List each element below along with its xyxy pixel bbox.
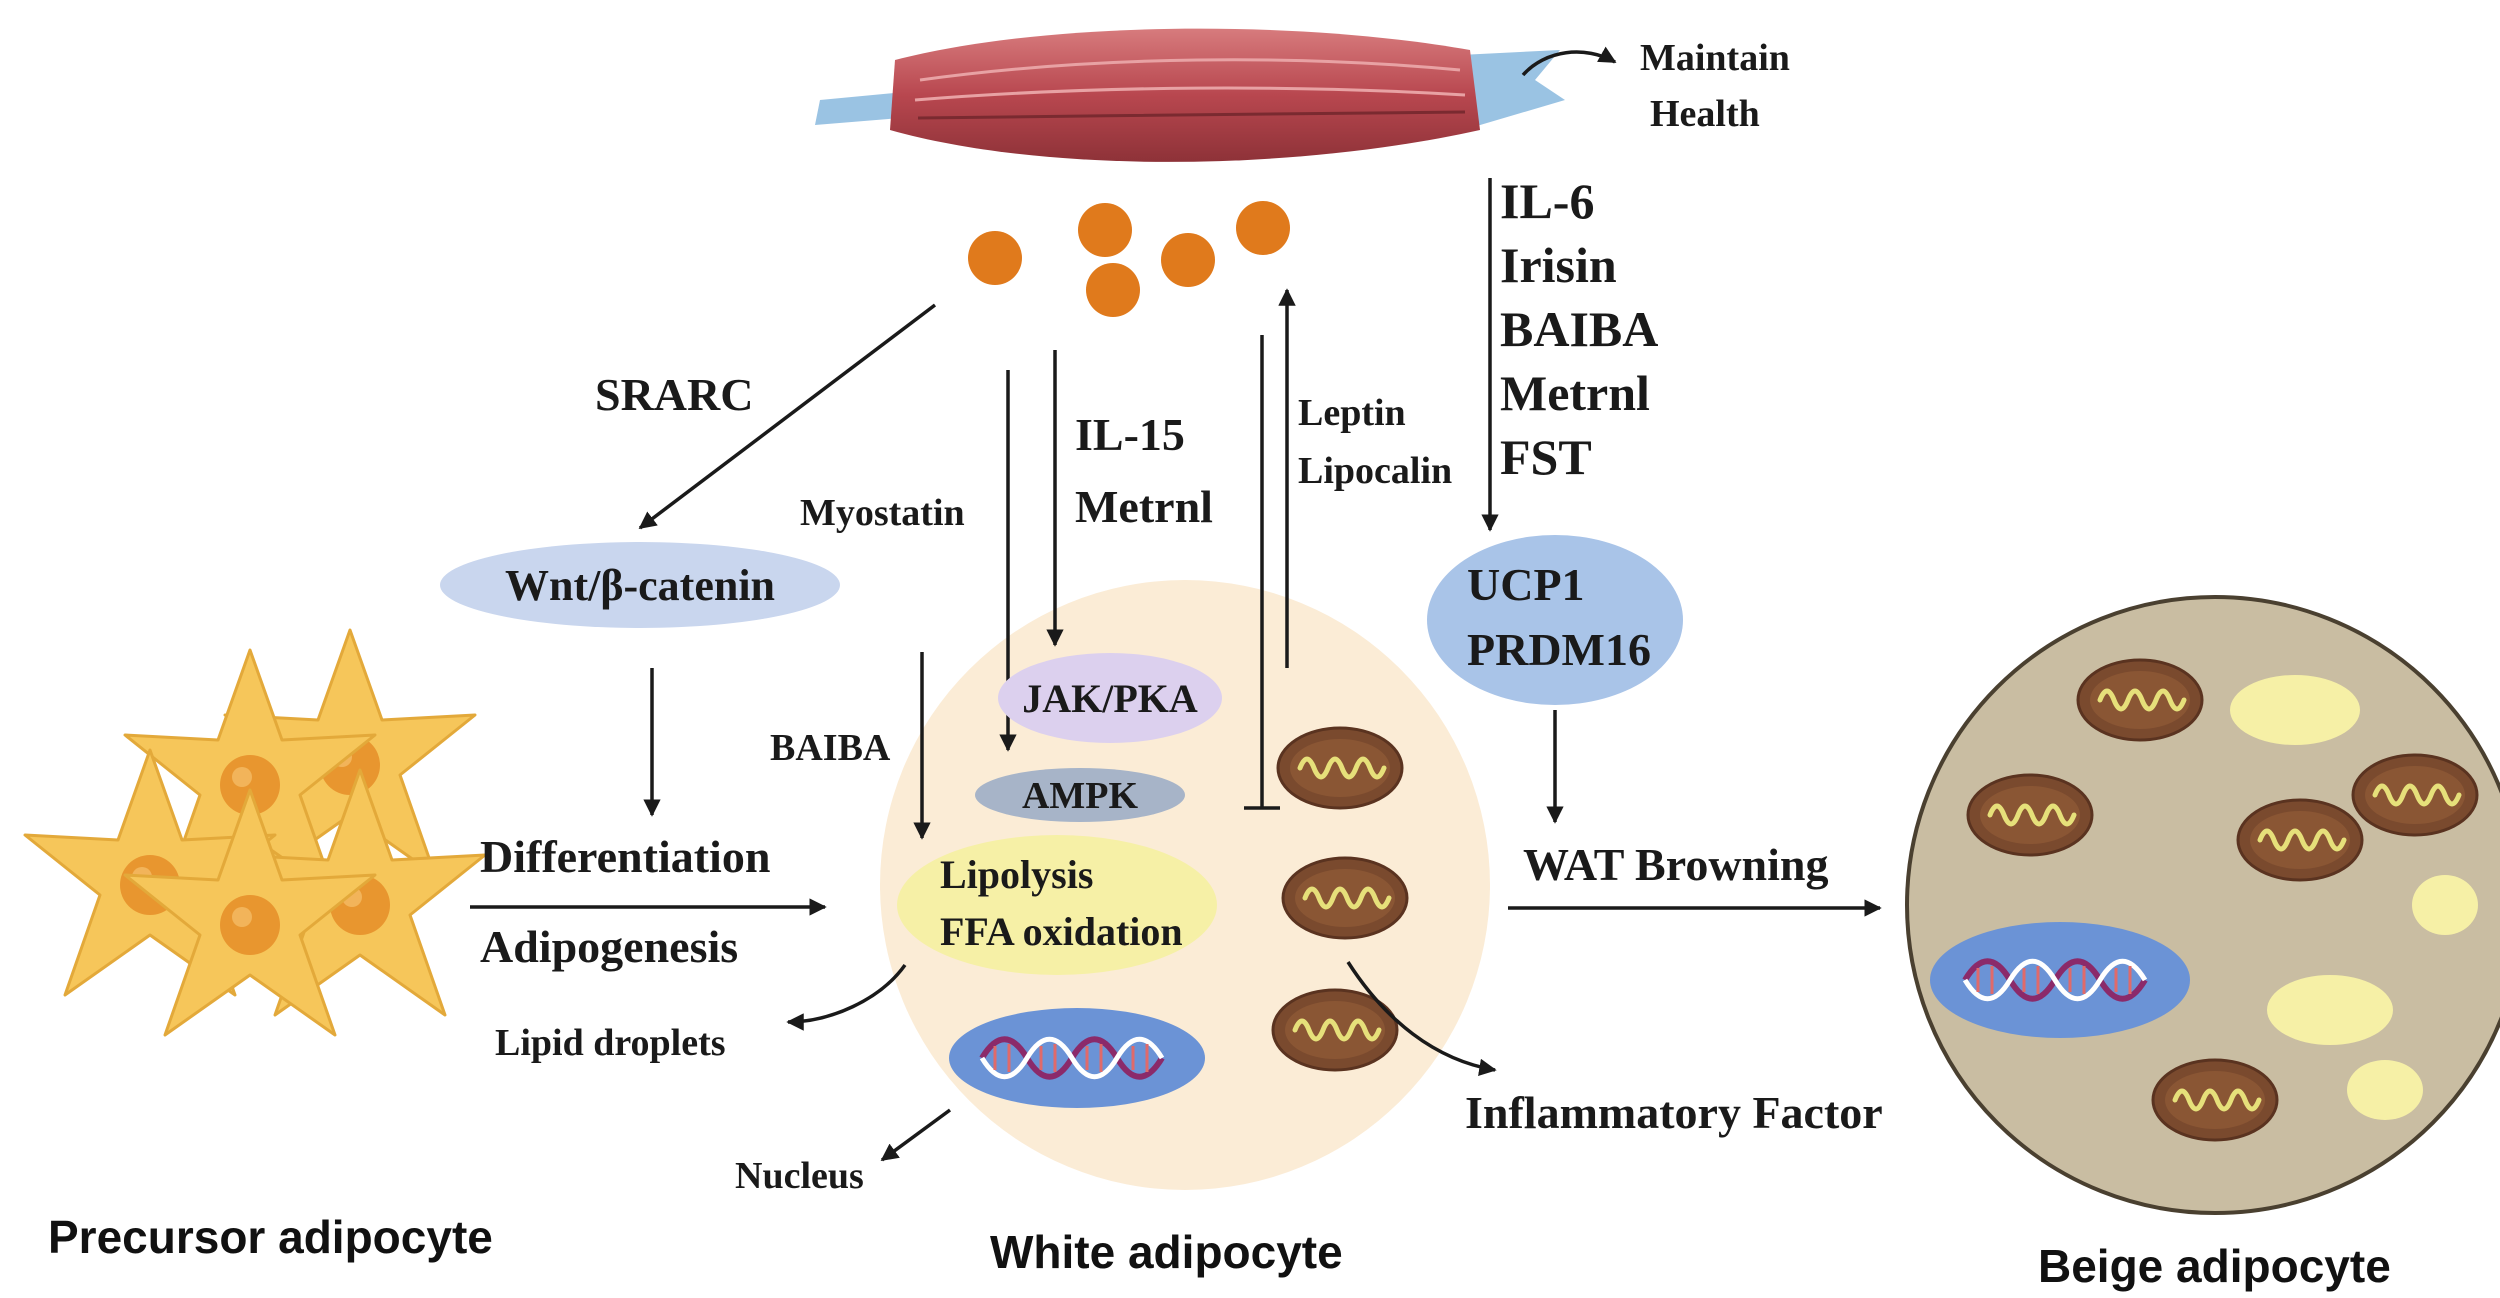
beige-adipocyte-cell xyxy=(1905,595,2500,1215)
myokine-particles xyxy=(968,201,1290,317)
lipid-droplets-arrow xyxy=(786,963,907,1031)
label-il15: IL-15 xyxy=(1075,409,1185,460)
mitochondrion-icon xyxy=(1283,858,1407,938)
beige-lipid-droplets xyxy=(2230,675,2478,1120)
maintain-health-line2: Health xyxy=(1650,93,1760,135)
label-baiba-left: BAIBA xyxy=(770,727,891,769)
beige-cell-nucleus xyxy=(1930,922,2190,1038)
myokine-irisin: Irisin xyxy=(1500,237,1617,293)
mitochondrion-icon xyxy=(2078,660,2202,740)
label-leptin: Leptin xyxy=(1298,392,1406,434)
nucleus-arrow xyxy=(880,1108,952,1162)
label-precursor-adipocyte: Precursor adipocyte xyxy=(48,1211,493,1263)
label-srarc: SRARC xyxy=(595,369,753,420)
label-ucp1: UCP1 xyxy=(1467,559,1585,610)
wnt-oval xyxy=(440,542,840,628)
myokine-dot xyxy=(1236,201,1290,255)
label-adipogenesis: Adipogenesis xyxy=(480,921,738,972)
label-lipocalin: Lipocalin xyxy=(1298,450,1452,492)
myokine-baiba: BAIBA xyxy=(1500,301,1658,357)
jak-pka-oval xyxy=(998,653,1222,743)
lipolysis-oval xyxy=(897,835,1217,975)
srarc-arrow xyxy=(638,303,937,530)
myokine-dot xyxy=(1161,233,1215,287)
precursor-adipocyte-cells xyxy=(23,628,487,1037)
mitochondrion-icon xyxy=(1968,775,2092,855)
myokine-metrnl: Metrnl xyxy=(1500,365,1650,421)
myokine-dot xyxy=(1086,263,1140,317)
mitochondrion-icon xyxy=(2153,1060,2277,1140)
inflammatory-arrow xyxy=(1346,961,1497,1077)
label-differentiation: Differentiation xyxy=(480,831,770,882)
label-lipid-droplets: Lipid droplets xyxy=(495,1022,726,1064)
label-beige-adipocyte: Beige adipocyte xyxy=(2038,1240,2391,1292)
label-nucleus: Nucleus xyxy=(735,1155,864,1197)
ucp1-prdm16-oval xyxy=(1427,535,1683,705)
mitochondrion-icon xyxy=(1278,728,1402,808)
myokine-dot xyxy=(1078,203,1132,257)
label-wat-browning: WAT Browning xyxy=(1523,839,1829,890)
ampk-oval xyxy=(975,768,1185,822)
muscle-fiber-illustration xyxy=(815,28,1565,162)
label-white-adipocyte: White adipocyte xyxy=(990,1226,1343,1278)
mitochondrion-icon xyxy=(2238,800,2362,880)
maintain-health-line1: Maintain xyxy=(1640,37,1790,79)
label-ffa-oxidation: FFA oxidation xyxy=(940,909,1183,954)
label-lipolysis: Lipolysis xyxy=(940,852,1093,897)
label-myostatin: Myostatin xyxy=(800,492,965,534)
label-metrnl-left: Metrnl xyxy=(1075,481,1213,532)
mitochondrion-icon xyxy=(2353,755,2477,835)
label-ampk: AMPK xyxy=(1022,775,1139,817)
myokine-fst: FST xyxy=(1500,429,1592,485)
label-jak-pka: JAK/PKA xyxy=(1022,676,1198,721)
label-prdm16: PRDM16 xyxy=(1467,624,1651,675)
white-cell-nucleus xyxy=(949,1008,1205,1108)
myokine-il6: IL-6 xyxy=(1500,173,1594,229)
maintain-health-arrow xyxy=(1521,46,1617,77)
myokine-dot xyxy=(968,231,1022,285)
label-inflammatory-factor: Inflammatory Factor xyxy=(1465,1087,1883,1138)
label-wnt: Wnt/β-catenin xyxy=(505,561,775,610)
